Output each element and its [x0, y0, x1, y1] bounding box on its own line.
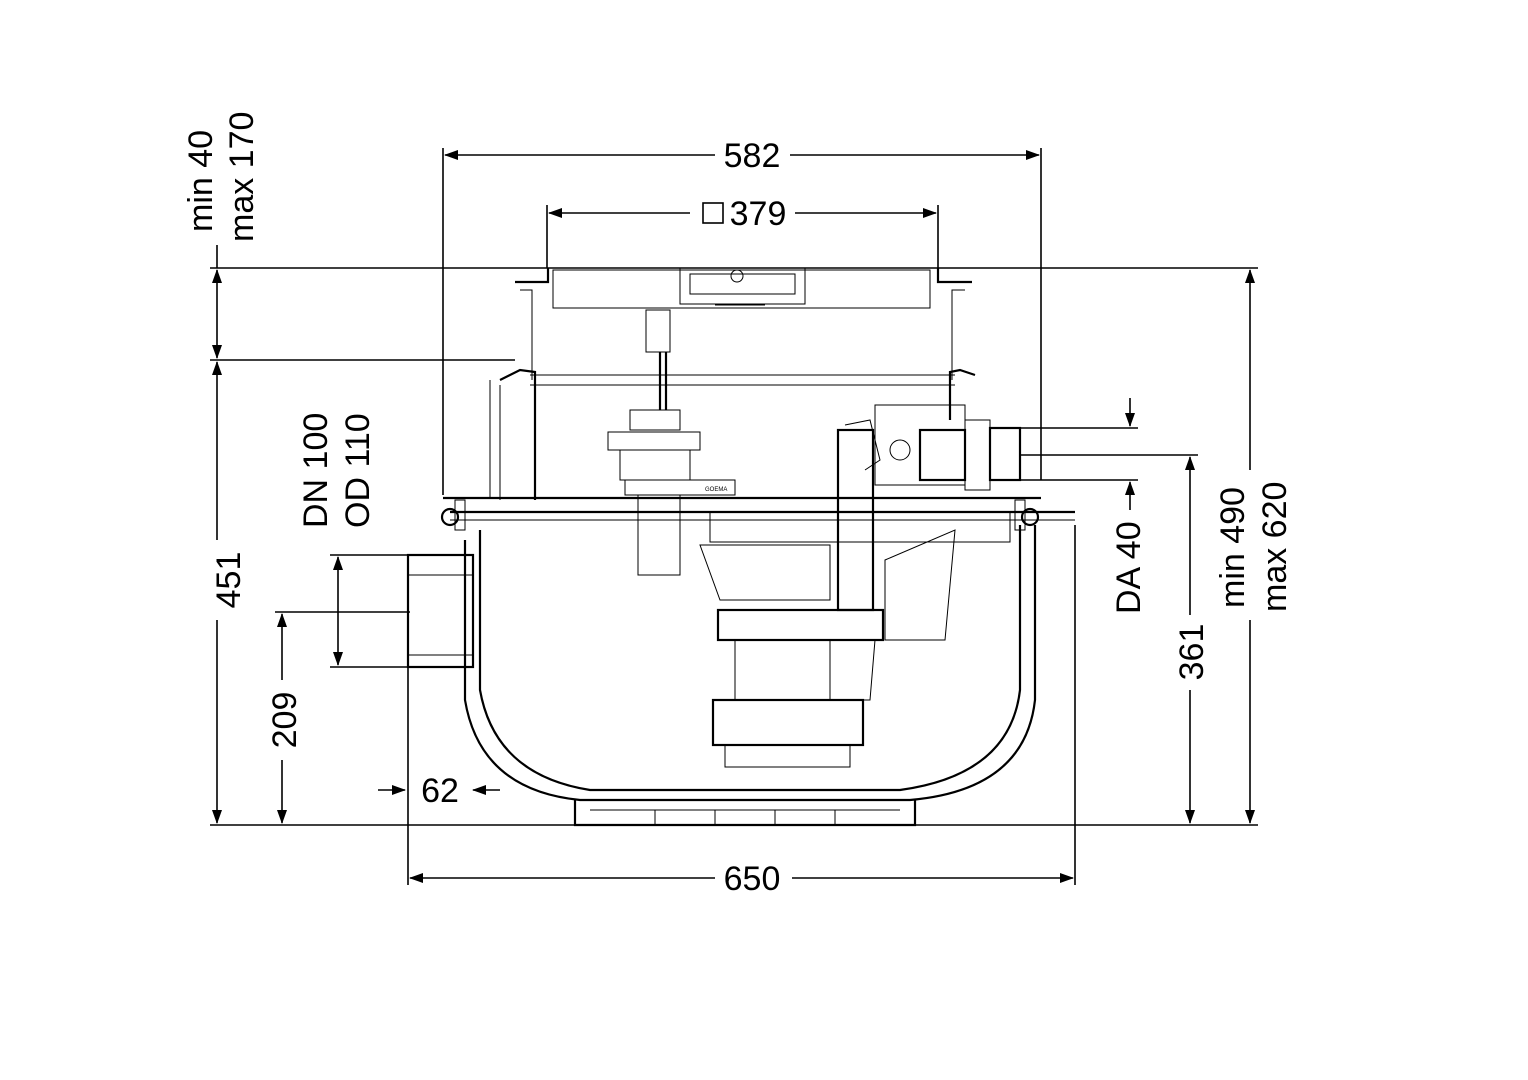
riser-section — [443, 368, 1075, 521]
square-symbol-icon — [702, 202, 724, 224]
pump-unit — [699, 428, 1011, 768]
outlet-pipe — [844, 404, 1022, 491]
tank-bowl — [463, 525, 1037, 827]
dim-base-width: 650 — [724, 860, 781, 898]
dim-adjust-max: max 170 — [223, 112, 261, 242]
dim-inlet-offset: 62 — [421, 772, 459, 810]
dim-outlet-height: 361 — [1173, 624, 1211, 681]
dim-grate-size: 379 — [730, 195, 787, 233]
flange-clamps — [440, 499, 1040, 531]
dim-inlet-od: OD 110 — [339, 413, 377, 528]
dimension-labels: 582 379 min 40 max 170 451 209 DN 100 OD… — [182, 112, 1294, 898]
inlet-pipe — [406, 553, 475, 669]
pump-label: GOEMA — [705, 487, 727, 493]
dim-inlet-dn: DN 100 — [297, 413, 335, 528]
dim-total-max: max 620 — [1256, 482, 1294, 612]
dim-total-min: min 490 — [1214, 487, 1252, 608]
dim-inlet-height: 209 — [266, 692, 304, 749]
dim-adjust-min: min 40 — [182, 130, 220, 232]
grate-top — [515, 267, 972, 386]
dim-outlet-da: DA 40 — [1110, 521, 1148, 614]
dim-body-height: 451 — [210, 552, 248, 609]
float-switch: GOEMA — [607, 309, 736, 576]
dim-overall-width: 582 — [724, 137, 781, 175]
